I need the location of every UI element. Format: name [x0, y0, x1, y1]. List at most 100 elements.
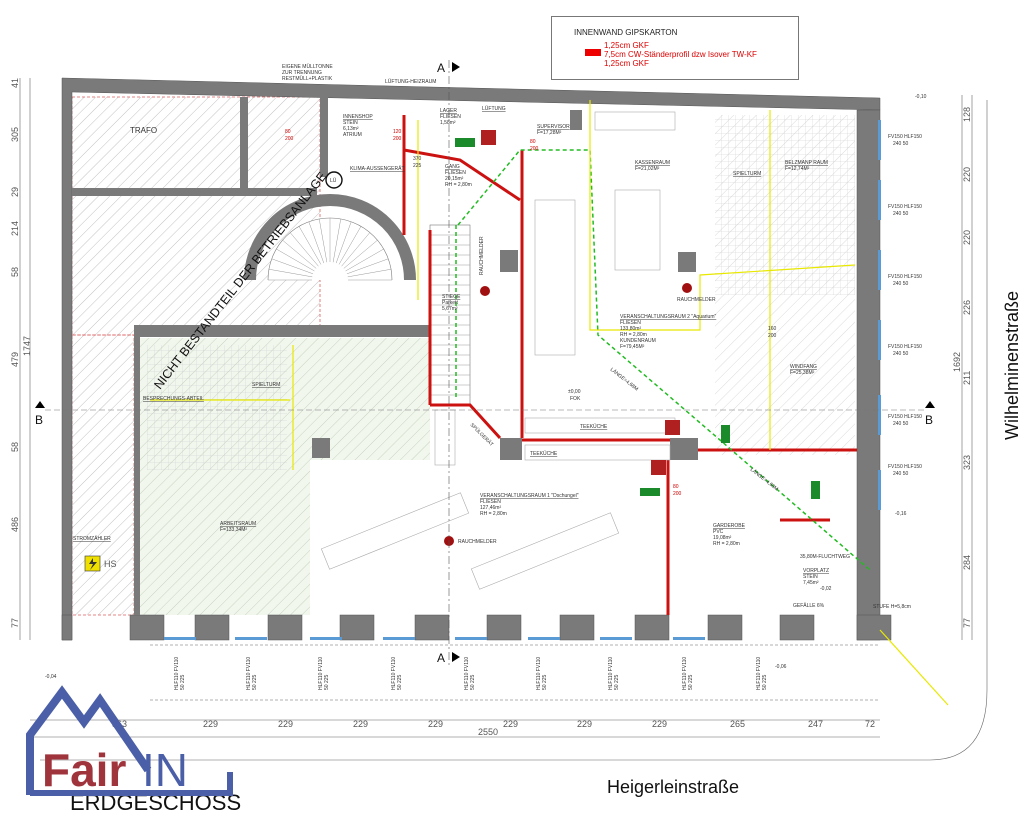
ventilation-label: LÜFTUNG-HEIZRAUM [385, 78, 436, 85]
window-right [878, 395, 881, 435]
room-detail: STEIN [343, 120, 358, 126]
room-name: LAGER [440, 108, 457, 114]
room-name: TEEKÜCHE [530, 450, 558, 457]
fairin-logo: Fair IN [26, 685, 233, 796]
door-label: 200 [285, 136, 294, 142]
right-wall-piers [878, 120, 881, 510]
window-label: FV150 HLF150 [888, 464, 922, 470]
room-detail: 1,58m² [440, 120, 456, 126]
dimension-label: 211 [962, 371, 972, 385]
street-name-right: Wilhelminenstraße [1002, 291, 1022, 440]
room-name: KASSENRAUM [635, 160, 670, 166]
room-detail: RH = 2,80m [445, 182, 472, 188]
work-area-zone [140, 115, 855, 615]
wall-pier [779, 614, 815, 641]
dimension-label: 229 [278, 719, 293, 729]
window-label: HLF110 FV110 [246, 657, 252, 690]
room-detail: 127,46m² [480, 505, 501, 511]
window-label: 240 50 [893, 281, 909, 287]
annotation-lines [150, 100, 949, 706]
dishwasher-label: SPÜLGERÄT [469, 421, 495, 447]
window-label: HLF110 FV110 [464, 657, 470, 690]
dimension-label: 58 [10, 267, 20, 277]
window-bottom [164, 637, 196, 640]
route-length-label: LÄNGE=4,68M [609, 366, 640, 392]
section-b-label: B [35, 413, 43, 427]
dimension-label: 229 [203, 719, 218, 729]
room-detail: 5,67m² [442, 306, 458, 312]
section-a-label: A [437, 61, 445, 75]
room-detail: FLIESEN [480, 499, 501, 505]
window-label: 50 225 [542, 674, 548, 690]
right-window-labels: FV150 HLF150 240 50 FV150 HLF150 240 50 FV15… [888, 134, 922, 477]
lu-label: LÜ [330, 177, 337, 184]
room-detail: F=21,02M² [635, 166, 660, 172]
legend-line: 1,25cm GKF [604, 41, 649, 50]
door-label: 200 [673, 491, 682, 497]
waste-label: RESTMÜLL+PLASTIK [282, 75, 333, 82]
wall-pier [267, 614, 303, 641]
section-a-label: A [437, 651, 445, 665]
room-detail: F=79,45M² [620, 344, 645, 350]
room-name: STROMZÄHLER [73, 535, 111, 542]
window-bottom [383, 637, 415, 640]
window-bottom [310, 637, 342, 640]
room-name: WINDFANG [790, 364, 817, 370]
bottom-total-dimension: 2550 [478, 727, 498, 737]
window-label: HLF110 FV110 [318, 657, 324, 690]
smoke-detector-label: RAUCHMELDER [479, 236, 485, 275]
window-label: HLF110 FV110 [391, 657, 397, 690]
room-labels: TRAFOINNENSHOPSTEIN6,13m²ATRIUMLAGERFLIE… [73, 105, 829, 586]
wall-pier [61, 614, 73, 641]
level-ref-label: FOK [570, 396, 581, 402]
bottom-wall-piers [61, 614, 892, 641]
elevation-label: -0,02 [820, 586, 832, 592]
window-label: 50 225 [180, 674, 186, 690]
window-label: HLF110 FV110 [174, 657, 180, 690]
room-name: GARDEROBE [713, 523, 746, 529]
window-label: 50 225 [762, 674, 768, 690]
window-bottom [235, 637, 267, 640]
high-voltage-icon [84, 555, 101, 572]
room-detail: 133,80m² [620, 326, 641, 332]
logo-text-in: IN [142, 744, 188, 796]
stair-step [268, 268, 313, 278]
room-name: KLIMA-AUSSENGERÄT [350, 165, 404, 172]
wall-legend: INNENWAND GIPSKARTON 1,25cm GKF 7,5cm CW… [551, 16, 799, 80]
window-label: 240 50 [893, 211, 909, 217]
room-detail: 7,45m² [803, 580, 819, 586]
window-label: HLF110 FV110 [608, 657, 614, 690]
waste-label: ZUR TRENNUNG [282, 70, 322, 76]
legend-line: 1,25cm GKF [604, 59, 649, 68]
street-name-bottom: Heigerleinstraße [607, 777, 739, 797]
room-detail: FLIESEN [620, 320, 641, 326]
dimension-label: 265 [730, 719, 745, 729]
dimension-label: 229 [577, 719, 592, 729]
stair-step [332, 218, 342, 263]
elevation-label: -0,06 [775, 664, 787, 670]
dimension-label: 229 [353, 719, 368, 729]
stair-step [318, 218, 328, 263]
dimension-label: 72 [865, 719, 875, 729]
window-right [878, 120, 881, 160]
dimension-label: 41 [10, 78, 20, 88]
window-label: 50 225 [688, 674, 694, 690]
exit-sign-icons [455, 138, 820, 499]
wall-pier [707, 614, 743, 641]
window-label: FV150 HLF150 [888, 344, 922, 350]
room-name: VERANSCHALTUNGSRAUM 1 "Dschungel" [480, 493, 579, 499]
room-name: STIEGE [442, 294, 461, 300]
door-label: 120 [393, 129, 402, 135]
door-label: 370 [413, 156, 422, 162]
room-detail: F=12,74M² [785, 166, 810, 172]
stair-step [347, 268, 392, 278]
stair-step [308, 221, 325, 264]
room-name: TRAFO [130, 126, 157, 135]
wall-pier [339, 614, 375, 641]
escape-route-label: 35,80M-FLUCHTWEG [800, 554, 850, 560]
window-label: FV150 HLF150 [888, 134, 922, 140]
door-label: 200 [530, 146, 539, 152]
window-label: 50 225 [470, 674, 476, 690]
room-detail: RH = 2,80m [480, 511, 507, 517]
